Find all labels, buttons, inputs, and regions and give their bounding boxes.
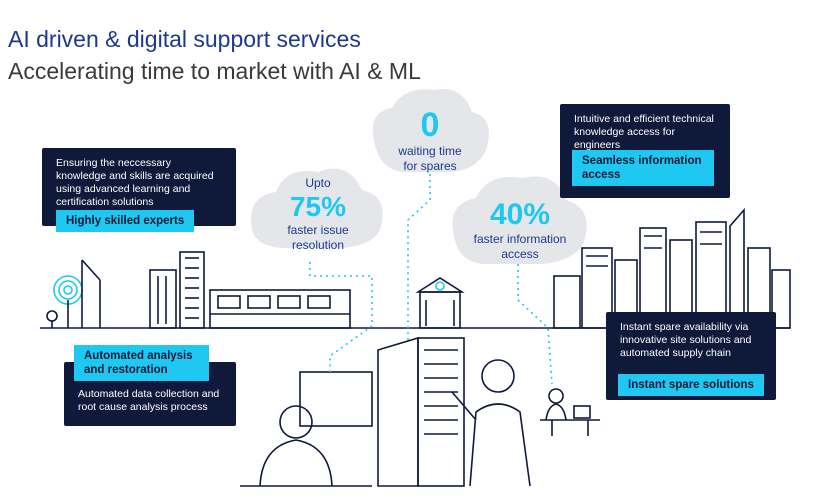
stat-issue-text: faster issue resolution	[287, 223, 349, 252]
laptop-person	[540, 388, 600, 436]
tag-automated-analysis: Automated analysis and restoration	[74, 345, 209, 381]
stat-issue-resolution: Upto 75% faster issue resolution	[262, 176, 374, 253]
page-subtitle: Accelerating time to market with AI & ML	[8, 58, 421, 84]
left-buildings	[149, 251, 205, 329]
stat-waiting-time: 0 waiting time for spares	[384, 106, 476, 174]
stat-issue-value: 75%	[289, 191, 347, 222]
server-rack	[377, 336, 465, 487]
connector-issue	[309, 262, 373, 372]
desk-person	[240, 371, 373, 487]
cloud-info	[452, 176, 587, 264]
stat-waiting-value: 0	[420, 106, 440, 144]
stat-issue-prefix: Upto	[305, 176, 331, 190]
tag-skilled-experts: Highly skilled experts	[56, 210, 195, 232]
right-skyline	[553, 207, 791, 329]
dollar-icon	[435, 281, 445, 291]
tag-seamless-info: Seamless information access	[572, 150, 714, 186]
connector-waiting	[407, 174, 431, 340]
panel-automated-desc: Automated data collection and root cause…	[78, 388, 220, 413]
antenna-icon	[53, 259, 101, 328]
cloud-issue	[251, 168, 383, 248]
stat-info-text: faster information access	[473, 232, 567, 261]
stat-waiting-text: waiting time for spares	[398, 144, 462, 173]
bank-building	[415, 277, 465, 329]
connector-info	[517, 264, 553, 385]
panel-spare-desc: Instant spare availability via innovativ…	[620, 321, 752, 359]
panel-skilled-desc: Ensuring the neccessary knowledge and sk…	[56, 157, 214, 208]
cloud-waiting	[372, 88, 489, 172]
tree-icon	[46, 310, 58, 328]
stat-info-access: 40% faster information access	[462, 198, 578, 262]
tag-instant-spare: Instant spare solutions	[618, 374, 764, 396]
panel-seamless-desc: Intuitive and efficient technical knowle…	[574, 113, 714, 151]
warehouse-building	[209, 289, 351, 329]
engineer-person	[451, 359, 531, 487]
page-title: AI driven & digital support services	[8, 26, 361, 52]
stat-info-value: 40%	[489, 198, 551, 231]
